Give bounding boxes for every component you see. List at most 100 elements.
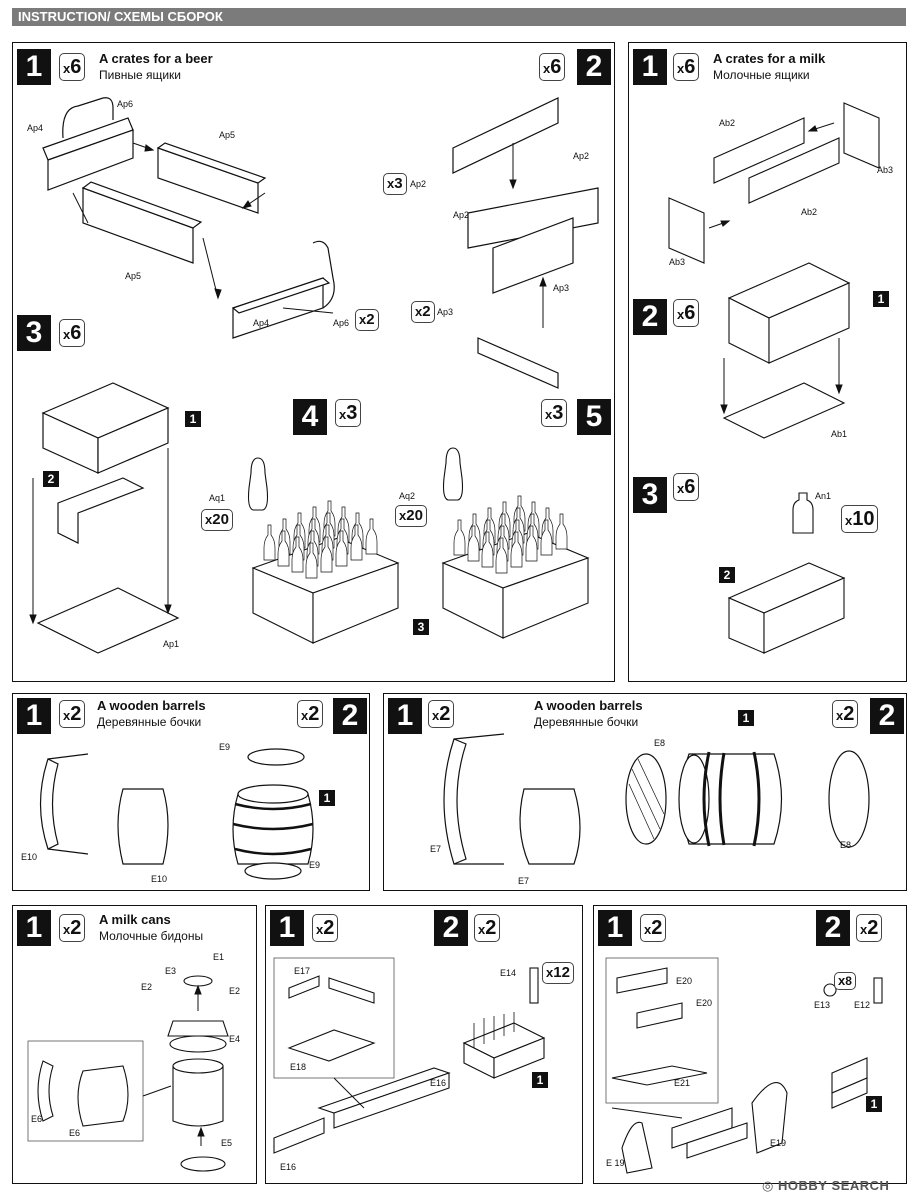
step-1-multiplier: x2 [640, 914, 667, 942]
subassembly-ref-1: 1 [873, 291, 889, 307]
step-3-number: 3 [17, 315, 51, 351]
part-label-e12: E12 [854, 1000, 871, 1010]
bottle-illustration [495, 537, 508, 574]
step-1-multiplier: x2 [428, 700, 455, 728]
step-1-number: 1 [270, 910, 304, 946]
step-4-number: 4 [293, 399, 327, 435]
part-label-aq1: Aq1 [209, 493, 226, 503]
page-header: INSTRUCTION/ СХЕМЫ СБОРОК [12, 8, 906, 26]
part-label-e3: E3 [165, 966, 177, 976]
part-label-e19: E19 [770, 1138, 787, 1148]
part-label-e13: E13 [814, 1000, 831, 1010]
step-3-number: 3 [633, 477, 667, 513]
bottle-illustration [467, 525, 480, 562]
subassembly-ref-1: 1 [319, 790, 335, 806]
e13-quantity: x8 [834, 972, 856, 990]
part-label-e16: E16 [430, 1078, 447, 1088]
bottle-illustration [555, 513, 568, 550]
section-title: A wooden barrels [534, 698, 643, 713]
part-label-e14: E14 [500, 968, 517, 978]
part-label-ab2: Ab2 [719, 118, 736, 128]
bottle-carrier-drawing [605, 957, 883, 1174]
part-label-e18: E18 [290, 1062, 307, 1072]
ap6-quantity: x2 [355, 309, 379, 331]
step-2-multiplier: x2 [297, 700, 324, 728]
step-2-multiplier: x6 [539, 53, 566, 81]
step-3-multiplier: x6 [673, 473, 700, 501]
part-label-ap5: Ap5 [125, 271, 142, 281]
barrel-panel-upright: 1 x2 A wooden barrels Деревянные бочки x… [12, 693, 370, 891]
step-1-number: 1 [388, 698, 422, 734]
part-label-ap2: Ap2 [573, 151, 590, 161]
part-label-e10: E10 [21, 852, 38, 862]
bottle-illustration [263, 524, 276, 561]
barrel-horizontal-drawing [443, 733, 870, 865]
step-2-number: 2 [633, 299, 667, 335]
step-2-multiplier: x2 [832, 700, 859, 728]
subassembly-ref-2: 2 [719, 567, 735, 583]
subassembly-ref-1: 1 [738, 710, 754, 726]
bottle-illustration [335, 530, 348, 567]
part-label-e8: E8 [654, 738, 666, 748]
part-label-ap3: Ap3 [437, 307, 454, 317]
step-2-number: 2 [577, 49, 611, 85]
part-label-e20: E20 [676, 976, 693, 986]
section-title: A crates for a beer [99, 51, 213, 66]
part-label-e5: E5 [221, 1138, 233, 1148]
part-label-ab3: Ab3 [877, 165, 894, 175]
part-label-ap2: Ap2 [410, 179, 427, 189]
crate-final-assembly-drawing [29, 382, 180, 654]
step-1-multiplier: x2 [312, 914, 339, 942]
part-label-ap5: Ap5 [219, 130, 236, 140]
part-label-e16: E16 [280, 1162, 297, 1172]
part-label-ap2: Ap2 [453, 210, 470, 220]
step-2-number: 2 [333, 698, 367, 734]
bottle-illustration [453, 519, 466, 556]
part-label-ap4: Ap4 [253, 318, 270, 328]
bottle-illustration [277, 530, 290, 567]
part-label-ap3: Ap3 [553, 283, 570, 293]
part-label-e6: E6 [69, 1128, 81, 1138]
bottle-illustration [350, 524, 363, 561]
part-label-ab1: Ab1 [831, 429, 848, 439]
step-2-number: 2 [434, 910, 468, 946]
step-4-multiplier: x3 [335, 399, 362, 427]
part-label-e7: E7 [430, 844, 442, 854]
part-label-e8: E8 [840, 840, 852, 850]
part-label-e6: E6 [31, 1114, 43, 1124]
milk-can-drawing [27, 975, 229, 1172]
bottle-illustration [305, 542, 318, 579]
section-subtitle: Деревянные бочки [534, 715, 639, 729]
section-subtitle: Молочные бидоны [99, 929, 204, 943]
step-1-number: 1 [17, 698, 51, 734]
milk-cans-panel: 1 x2 A milk cans Молочные бидоны E3 E1 E… [12, 905, 257, 1184]
step-2-multiplier: x2 [474, 914, 501, 942]
crate-side-assembly-drawing [42, 97, 335, 339]
part-label-e4: E4 [229, 1034, 241, 1044]
part-label-e19: E 19 [606, 1158, 625, 1168]
bottle-illustration [510, 531, 523, 568]
subassembly-ref-1: 1 [866, 1096, 882, 1112]
bottle-illustration [540, 519, 553, 556]
an1-quantity: x10 [841, 505, 879, 533]
step-1-multiplier: x6 [673, 53, 700, 81]
section-subtitle: Деревянные бочки [97, 715, 202, 729]
step-1-number: 1 [17, 910, 51, 946]
subassembly-ref-1: 1 [532, 1072, 548, 1088]
part-label-e1: E1 [213, 952, 225, 962]
milk-crate-side-drawing [668, 102, 880, 264]
bottle-illustration [365, 518, 378, 555]
part-label-ab3: Ab3 [669, 257, 686, 267]
bottle-carrier-panel: 1 x2 2 x2 E20 E20 E21 E19 E 19 x8 E13 E1… [593, 905, 907, 1184]
small-crate-drawing [273, 957, 546, 1154]
part-label-e2: E2 [229, 986, 241, 996]
step-1-number: 1 [598, 910, 632, 946]
step-2-multiplier: x2 [856, 914, 883, 942]
step-1-number: 1 [633, 49, 667, 85]
part-label-e2: E2 [141, 982, 153, 992]
ap2-quantity: x3 [383, 173, 407, 195]
section-subtitle: Пивные ящики [99, 68, 181, 82]
part-label-ap4: Ap4 [27, 123, 44, 133]
part-label-e17: E17 [294, 966, 311, 976]
bottle-illustration [291, 536, 304, 573]
